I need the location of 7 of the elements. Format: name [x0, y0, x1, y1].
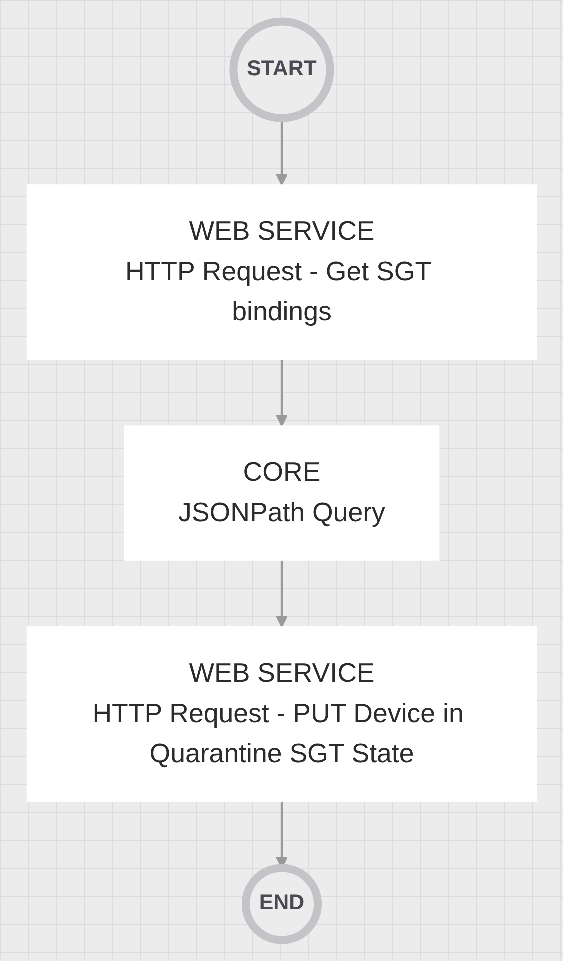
node-box: WEB SERVICE HTTP Request - PUT Device in Quarantine SGT State: [26, 626, 537, 802]
node-box: WEB SERVICE HTTP Request - Get SGT bindings: [26, 184, 537, 360]
arrow: [276, 358, 288, 426]
node-circle: START: [229, 17, 334, 122]
node-box: CORE JSONPath Query: [124, 425, 440, 560]
node-circle: END: [241, 864, 322, 944]
arrow: [276, 560, 288, 628]
